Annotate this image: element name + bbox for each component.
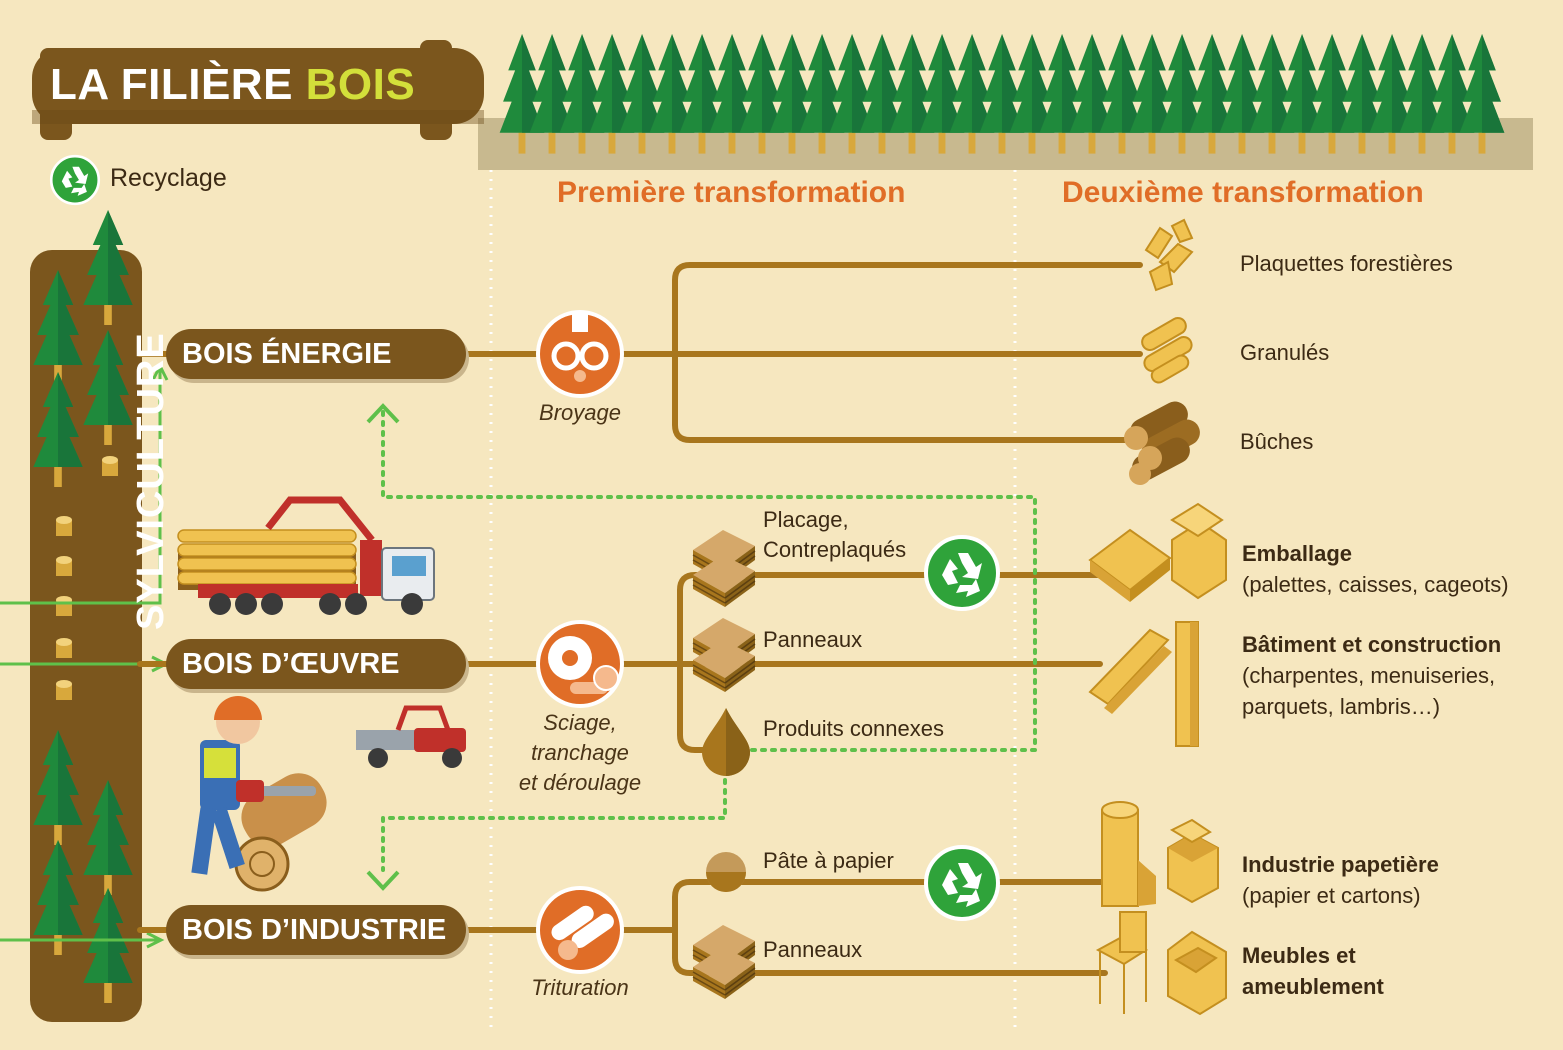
logs-icon xyxy=(1124,401,1200,485)
paper-roll-icon xyxy=(1101,801,1156,907)
stump-icon xyxy=(102,456,118,476)
cardboard-box-icon xyxy=(1167,818,1219,904)
sawdust-drop-icon xyxy=(702,708,750,776)
furniture-icon xyxy=(1095,911,1227,1016)
pallet-icon xyxy=(1088,502,1227,602)
recycle-legend-label: Recyclage xyxy=(110,164,227,192)
log-truck-icon xyxy=(177,496,435,615)
saw-blade-icon xyxy=(536,620,624,708)
output-emballage: Emballage (palettes, caisses, cageots) xyxy=(1242,541,1509,597)
recycle-icon xyxy=(924,845,1000,921)
process-broyage: Broyage xyxy=(539,400,621,425)
beams-icon xyxy=(1088,621,1199,747)
recycle-icon xyxy=(924,535,1000,611)
crusher-icon xyxy=(536,310,624,398)
stump-icon xyxy=(56,516,72,536)
shredder-icon xyxy=(536,886,624,974)
stump-icon xyxy=(56,680,72,700)
output-batiment: Bâtiment et construction (charpentes, me… xyxy=(1242,632,1502,719)
recycling-paths xyxy=(381,408,1037,872)
process-trituration: Trituration xyxy=(531,975,629,1000)
output-plaquettes: Plaquettes forestières xyxy=(1240,251,1453,276)
stump-icon xyxy=(56,596,72,616)
category-bois-energie: BOIS ÉNERGIE xyxy=(166,329,466,379)
page-title: LA FILIÈRE BOIS xyxy=(50,60,416,109)
product-placage: Placage, Contreplaqués xyxy=(763,507,907,562)
recycle-icon xyxy=(49,154,101,206)
title-plank xyxy=(32,40,484,140)
column-first-transformation: Première transformation xyxy=(557,176,906,209)
sylviculture-label: SYLVICULTURE xyxy=(130,332,172,630)
output-buches: Bûches xyxy=(1240,429,1314,454)
stump-icon xyxy=(56,556,72,576)
pellets-icon xyxy=(1141,317,1193,384)
lumberjack-icon xyxy=(191,696,327,892)
utility-vehicle-icon xyxy=(356,705,466,768)
process-sciage: Sciage, tranchage et déroulage xyxy=(518,710,642,795)
wood-chips-icon xyxy=(1144,218,1194,292)
output-granules: Granulés xyxy=(1240,340,1330,365)
output-papeterie: Industrie papetière (papier et cartons) xyxy=(1242,852,1439,908)
output-meubles: Meubles et ameublement xyxy=(1242,943,1384,999)
supply-arrows xyxy=(0,362,170,949)
sylviculture-trees xyxy=(33,210,133,1003)
stump-icon xyxy=(56,638,72,658)
category-bois-industrie: BOIS D’INDUSTRIE xyxy=(166,905,466,955)
category-bois-oeuvre: BOIS D’ŒUVRE xyxy=(166,639,466,689)
product-connexes: Produits connexes xyxy=(763,716,944,741)
product-pate-papier: Pâte à papier xyxy=(763,848,894,873)
column-second-transformation: Deuxième transformation xyxy=(1062,176,1424,209)
pulp-ball-icon xyxy=(706,852,746,892)
product-panneaux-industrie: Panneaux xyxy=(763,937,863,962)
recycling-arrowheads xyxy=(366,403,400,891)
product-panneaux-oeuvre: Panneaux xyxy=(763,627,863,652)
